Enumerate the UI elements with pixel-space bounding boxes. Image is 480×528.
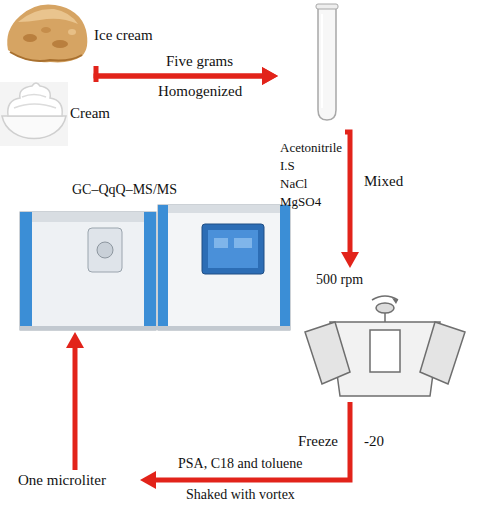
- node-text: 500 rpm: [316, 272, 363, 289]
- centrifuge: [305, 296, 465, 396]
- arrow-label: Five grams: [164, 52, 235, 70]
- arrow-label: Mixed: [362, 172, 405, 190]
- flow-arrow: [140, 402, 350, 489]
- node-text: GC–QqQ–MS/MS: [72, 182, 177, 199]
- arrow-label: PSA, C18 and toluene: [176, 456, 304, 473]
- flow-arrow: [341, 132, 359, 268]
- step-note: Homogenized: [156, 82, 244, 100]
- node-text: MgSO4: [280, 194, 321, 210]
- node-text: One microliter: [18, 471, 106, 489]
- test-tube: [316, 4, 338, 120]
- gc-instrument: [20, 205, 290, 330]
- arrow-head: [262, 67, 278, 85]
- arrow-line: [154, 402, 350, 480]
- node-text: Acetonitrile: [280, 140, 342, 156]
- node-text: Ice cream: [94, 26, 153, 44]
- sample-picture: Ice cream: [2, 2, 155, 66]
- arrow-line: [345, 132, 350, 254]
- centrifuge-step: 500 rpm: [296, 268, 474, 402]
- tube-step: AcetonitrileI.S NaClMgSO4: [278, 2, 345, 216]
- cream-picture: [0, 82, 68, 146]
- arrow-head: [341, 252, 359, 268]
- node-text: NaCl: [280, 176, 307, 192]
- flow-arrow: [66, 332, 84, 470]
- step-note: Freeze: [296, 432, 340, 450]
- injection-step: One microliter: [16, 470, 140, 490]
- step-note: -20: [362, 432, 386, 450]
- node-text: I.S: [280, 158, 295, 174]
- arrow-head: [140, 471, 156, 489]
- ice-cream-picture: [7, 4, 87, 62]
- arrow-line: [73, 346, 78, 470]
- arrow-head: [262, 67, 278, 85]
- sample-picture: Cream: [0, 82, 120, 146]
- node-text: Cream: [70, 104, 110, 122]
- step-note: Shaked with vortex: [184, 487, 297, 504]
- arrow-head: [66, 332, 84, 348]
- instrument-step: GC–QqQ–MS/MS: [16, 180, 294, 332]
